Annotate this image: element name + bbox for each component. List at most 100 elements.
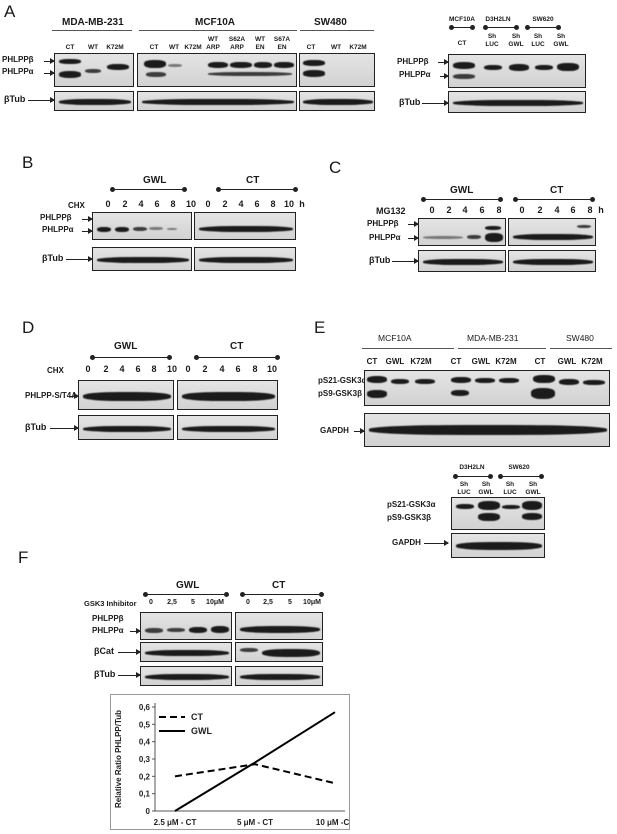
group-bracket xyxy=(449,25,475,30)
band-arrow xyxy=(118,649,141,655)
group-label: MCF10A xyxy=(448,16,475,23)
group-label: GWL xyxy=(176,580,200,591)
group-label: D3H2LN xyxy=(485,16,511,23)
treatment-label: CHX xyxy=(47,366,64,375)
group-label: MDA-MB-231 xyxy=(62,17,124,28)
band-label: pS21-GSK3α xyxy=(387,500,436,509)
band-arrow xyxy=(70,393,79,399)
lane-label: Sh LUC xyxy=(457,481,471,496)
group-label: SW620 xyxy=(508,464,530,471)
lane-label: WT ARP xyxy=(206,36,220,51)
group-underline xyxy=(52,30,132,31)
time-label: 6 xyxy=(570,205,576,215)
lane-label: K72M xyxy=(581,357,603,366)
group-label: SW620 xyxy=(532,16,554,23)
band-arrow xyxy=(44,58,55,64)
band-arrow xyxy=(82,216,93,222)
group-label: D3H2LN xyxy=(459,464,485,471)
group-label: GWL xyxy=(143,175,167,186)
band-arrow xyxy=(424,540,449,546)
band-label: GAPDH xyxy=(320,426,349,435)
western-blot xyxy=(78,380,174,410)
series-line-ct xyxy=(174,763,336,785)
lane-label: Sh LUC xyxy=(503,481,517,496)
time-label: 4 xyxy=(462,205,468,215)
time-label: 10 xyxy=(166,364,177,374)
group-underline xyxy=(362,348,454,349)
panel-letter-b: B xyxy=(22,153,34,172)
panel-letter-f: F xyxy=(18,548,29,567)
western-blot xyxy=(194,247,296,271)
y-tick-label: 0,6 xyxy=(139,703,151,712)
time-label: 8 xyxy=(151,364,157,374)
dose-label: 2,5 xyxy=(167,599,177,606)
group-label: CT xyxy=(550,185,564,196)
group-label: SW480 xyxy=(314,17,347,28)
group-bracket xyxy=(143,592,229,597)
dose-label: 10μM xyxy=(303,599,321,606)
time-label: 8 xyxy=(270,199,276,209)
band-label: pS9-GSK3β xyxy=(318,389,363,398)
band-label: βTub xyxy=(25,422,47,432)
time-label: 10 xyxy=(283,199,294,209)
panel-letter-a: A xyxy=(4,2,16,21)
lane-label: GWL xyxy=(471,357,491,366)
lane-label: Sh GWL xyxy=(478,481,494,496)
group-bracket xyxy=(525,25,561,30)
band-label: pS21-GSK3α xyxy=(318,376,367,385)
lane-label: GWL xyxy=(385,357,405,366)
time-label: 2 xyxy=(446,205,452,215)
lane-label: WT xyxy=(168,44,180,51)
band-arrow xyxy=(438,59,449,65)
group-label: MDA-MB-231 xyxy=(467,333,519,343)
band-label: βTub xyxy=(369,255,391,265)
lane-label: WT EN xyxy=(254,36,266,51)
band-label: PHLPPα xyxy=(399,70,431,79)
group-label: GWL xyxy=(114,341,138,352)
treatment-label: GSK3 Inhibitor xyxy=(84,599,137,608)
lane-label: GWL xyxy=(557,357,577,366)
dose-label: 0 xyxy=(149,599,153,606)
western-blot xyxy=(54,91,134,111)
group-label: CT xyxy=(246,175,260,186)
group-bracket xyxy=(194,355,280,360)
legend-label: GWL xyxy=(191,726,212,736)
lane-label: Sh GWL xyxy=(508,33,524,48)
time-label: 8 xyxy=(170,199,176,209)
time-label: 4 xyxy=(554,205,560,215)
lane-label: CT xyxy=(65,44,75,51)
series-line-gwl xyxy=(174,711,336,812)
group-underline xyxy=(300,30,374,31)
band-label: βTub xyxy=(94,669,116,679)
group-label: CT xyxy=(230,341,244,352)
band-label: PHLPPβ xyxy=(40,213,72,222)
western-blot xyxy=(364,413,610,447)
band-arrow xyxy=(28,97,55,103)
time-label: 2 xyxy=(103,364,109,374)
time-label: 8 xyxy=(587,205,593,215)
western-blot xyxy=(299,91,375,111)
lane-label: CT xyxy=(534,357,546,366)
time-label: 4 xyxy=(219,364,225,374)
lane-label: K72M xyxy=(106,44,124,51)
time-label: 6 xyxy=(235,364,241,374)
band-label: PHLPPα xyxy=(42,225,74,234)
time-label: 6 xyxy=(254,199,260,209)
dose-label: 10μM xyxy=(206,599,224,606)
group-underline xyxy=(550,348,612,349)
x-tick-label: 10 μM -CT xyxy=(316,818,349,827)
group-bracket xyxy=(498,474,544,479)
lane-label: Sh GWL xyxy=(525,481,541,496)
band-arrow xyxy=(130,628,141,634)
time-label: 0 xyxy=(85,364,91,374)
lane-label: K72M xyxy=(410,357,432,366)
band-arrow xyxy=(408,235,419,241)
time-label: 8 xyxy=(496,205,502,215)
time-label: 0 xyxy=(519,205,525,215)
x-tick-label: 2.5 μM - CT xyxy=(154,818,197,827)
lane-label: CT xyxy=(450,357,462,366)
lane-label: Sh LUC xyxy=(485,33,499,48)
western-blot xyxy=(78,415,174,440)
band-arrow xyxy=(422,100,449,106)
